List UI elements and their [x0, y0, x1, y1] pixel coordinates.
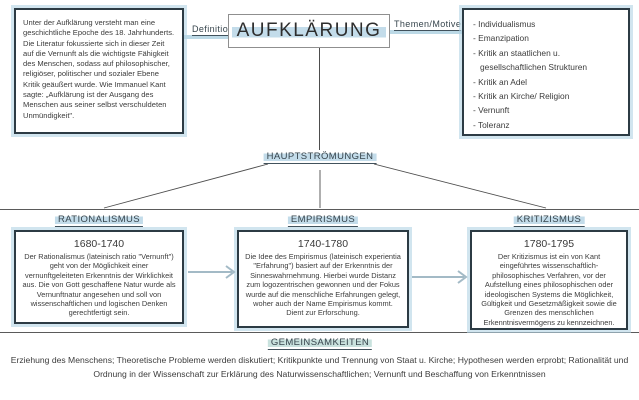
list-item: - Kritik an Adel [473, 76, 527, 87]
description: Der Kritizismus ist ein von Kant eingefü… [481, 252, 617, 327]
empirismus-header: EMPIRISMUS [287, 214, 359, 227]
period: 1740-1780 [297, 238, 349, 250]
gemeinsamkeiten-text: Erziehung des Menschens; Theoretische Pr… [10, 355, 629, 379]
page-title: AUFKLÄRUNG [231, 20, 387, 42]
title-box: AUFKLÄRUNG [228, 14, 390, 48]
connector-themen [389, 30, 464, 34]
definition-text: Unter der Aufklärung versteht man eine g… [23, 18, 175, 120]
list-item: - Kritik an Kirche/ Religion [473, 91, 570, 102]
themes-list: - Individualismus - Emanzipation - Kriti… [473, 17, 622, 132]
rationalismus-header: RATIONALISMUS [54, 214, 144, 227]
definition-label: Definition [192, 24, 234, 36]
title-to-hauptstroemungen-line [319, 48, 320, 150]
list-item: - Toleranz [473, 119, 510, 130]
period: 1680-1740 [73, 238, 125, 250]
themen-motive-label: Themen/Motive [394, 19, 462, 31]
kritizismus-header: KRITIZISMUS [513, 214, 585, 227]
arrow-right-icon [412, 270, 468, 284]
period: 1780-1795 [523, 238, 575, 250]
list-item: - Emanzipation [473, 33, 529, 44]
list-item: - Individualismus [473, 19, 536, 29]
separator-bottom [0, 332, 639, 333]
branch-lines [103, 163, 547, 209]
arrow-right-icon [188, 265, 236, 279]
themes-box: - Individualismus - Emanzipation - Kriti… [462, 8, 630, 136]
gemeinsamkeiten-label: GEMEINSAMKEITEN [267, 337, 373, 350]
list-item: - Kritik an staatlichen u. gesellschaftl… [473, 47, 588, 73]
empirismus-box: 1740-1780 Die Idee des Empirismus (latei… [237, 230, 409, 328]
description: Die Idee des Empirismus (lateinisch expe… [245, 252, 401, 318]
description: Der Rationalismus (lateinisch ratio "Ver… [22, 252, 176, 318]
hauptstroemungen-label: HAUPTSTRÖMUNGEN [263, 151, 377, 164]
list-item: - Vernunft [473, 105, 510, 116]
definition-box: Unter der Aufklärung versteht man eine g… [14, 8, 184, 134]
kritizismus-box: 1780-1795 Der Kritizismus ist ein von Ka… [470, 230, 628, 330]
separator-top [0, 209, 639, 210]
connector-definition [184, 35, 230, 39]
rationalismus-box: 1680-1740 Der Rationalismus (lateinisch … [14, 230, 184, 324]
